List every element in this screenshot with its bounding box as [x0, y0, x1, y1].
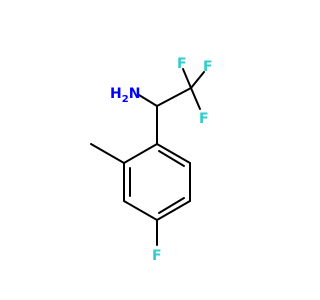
ring-double-1 — [158, 150, 185, 167]
ring-bond-4 — [123, 200, 158, 221]
ring-bond-3 — [156, 200, 191, 221]
fluorine-2-label: F — [203, 59, 213, 75]
bond-methyl — [90, 143, 125, 164]
bond-c-cf3 — [156, 87, 192, 107]
ring-bond-6 — [123, 143, 158, 164]
bond-cf3-f1 — [182, 68, 192, 89]
fluorine-3-label: F — [199, 111, 209, 127]
molecule-diagram: H2N F F F F — [90, 56, 213, 264]
bond-cf3-f2 — [190, 71, 205, 89]
bonds — [90, 68, 205, 246]
fluorine-1-label: F — [177, 56, 187, 72]
amine-sub: 2 — [122, 94, 129, 105]
ring-double-2 — [158, 197, 185, 214]
atom-labels: H2N F F F F — [110, 56, 213, 264]
bond-cf3-f3 — [190, 87, 201, 110]
ring-bond-1 — [156, 143, 191, 164]
amine-n: N — [129, 86, 141, 102]
fluorine-4-label: F — [152, 248, 162, 264]
bond-n-c — [138, 94, 158, 107]
amine-h: H — [110, 86, 122, 102]
amine-label: H2N — [110, 86, 140, 105]
